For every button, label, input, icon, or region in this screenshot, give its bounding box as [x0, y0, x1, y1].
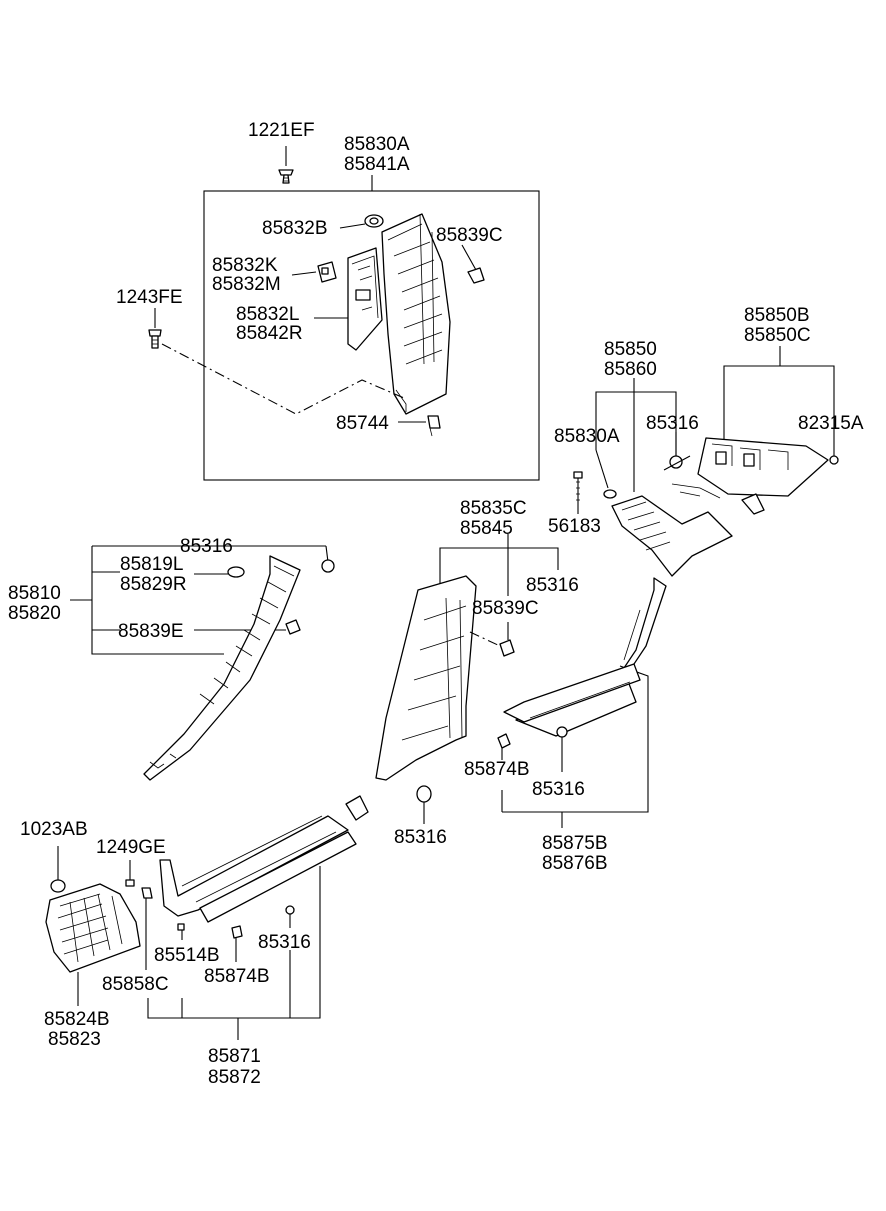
label-85832k: 85832K [212, 255, 278, 276]
label-85830a-mid: 85830A [554, 426, 620, 447]
clip-85514b [177, 923, 185, 931]
clip-85316-left [321, 559, 335, 573]
label-85830a-top: 85830A [344, 134, 410, 155]
label-85871: 85871 [208, 1046, 261, 1067]
nut-82315a [829, 455, 839, 465]
clip-85316-r [556, 726, 568, 772]
label-85872: 85872 [208, 1067, 261, 1088]
label-85514b: 85514B [154, 945, 220, 966]
clip-85316-center [416, 785, 432, 824]
label-85832m: 85832M [212, 274, 281, 295]
label-85832l: 85832L [236, 304, 299, 325]
cpillar-upper [671, 437, 829, 515]
label-85839c-top: 85839C [436, 225, 503, 246]
bracket-85835c [439, 547, 559, 596]
sill-right [503, 577, 667, 737]
label-56183: 56183 [548, 516, 601, 537]
bolt-1221ef [278, 146, 294, 184]
bracket-85850b [723, 365, 835, 472]
label-85824b: 85824B [44, 1009, 110, 1030]
clip-85830a-mid [595, 449, 617, 499]
clip-85858c [141, 887, 153, 899]
labels: 1221EF 85830A 85841A 85832B 85839C 85832… [8, 120, 864, 1088]
bracket-85871 [147, 866, 321, 1019]
label-85850c: 85850C [744, 325, 811, 346]
label-85860: 85860 [604, 359, 657, 380]
label-82315a: 82315A [798, 413, 864, 434]
group-left-sill [45, 815, 357, 1040]
label-1249ge: 1249GE [96, 837, 166, 858]
group-right-sill [497, 577, 667, 828]
fastener-85744 [398, 415, 441, 437]
clip-85316-d [285, 905, 295, 915]
bracket-85850 [595, 391, 677, 460]
label-85820: 85820 [8, 603, 61, 624]
clip-85839c-top [461, 244, 485, 284]
bpillar-lower [345, 575, 477, 821]
bolt-1243fe [148, 308, 405, 415]
label-85850: 85850 [604, 339, 657, 360]
label-85832b: 85832B [262, 218, 328, 239]
label-1243fe: 1243FE [116, 287, 183, 308]
label-85316-b: 85316 [526, 575, 579, 596]
cpillar-lower [611, 495, 733, 577]
kickpanel-85824b [45, 883, 141, 973]
pillar-85830a [381, 213, 451, 415]
label-85835c: 85835C [460, 498, 527, 519]
label-1023ab: 1023AB [20, 819, 88, 840]
sill-left [159, 815, 357, 923]
label-85744: 85744 [336, 413, 389, 434]
label-85829r: 85829R [120, 574, 187, 595]
group-center [345, 534, 559, 824]
group-top [148, 146, 540, 481]
label-85876b: 85876B [542, 853, 608, 874]
label-85810: 85810 [8, 583, 61, 604]
screw-56183 [573, 471, 583, 514]
panel-85832l [314, 247, 383, 351]
label-85316-r: 85316 [532, 779, 585, 800]
clip-85874b-r [497, 733, 511, 749]
group-left [70, 545, 335, 781]
clip-85832b [339, 214, 384, 229]
clip-85874b-l [231, 925, 243, 939]
label-85875b: 85875B [542, 833, 608, 854]
label-85839c-mid: 85839C [472, 598, 539, 619]
label-85316-mid: 85316 [646, 413, 699, 434]
bracket-85832k [291, 261, 337, 283]
label-85858c: 85858C [102, 974, 169, 995]
label-85819l: 85819L [120, 554, 183, 575]
clip-85819l [227, 566, 245, 578]
bracket-85810 [91, 546, 224, 655]
clip-85839e [285, 619, 301, 635]
label-85874b-l: 85874B [204, 966, 270, 987]
label-85841a: 85841A [344, 154, 410, 175]
group-right [573, 346, 839, 577]
label-85850b: 85850B [744, 305, 810, 326]
clip-85316-mid [663, 432, 691, 471]
label-85316-a: 85316 [180, 536, 233, 557]
label-85845: 85845 [460, 518, 513, 539]
clip-85839c-mid [499, 639, 515, 657]
label-85839e: 85839E [118, 621, 184, 642]
screw-1249ge [125, 860, 135, 887]
label-85316-c: 85316 [394, 827, 447, 848]
label-85316-d: 85316 [258, 932, 311, 953]
label-85823: 85823 [48, 1029, 101, 1050]
label-85842r: 85842R [236, 323, 303, 344]
label-1221ef: 1221EF [248, 120, 315, 141]
label-85874b-r: 85874B [464, 759, 530, 780]
apillar-trim [143, 555, 301, 781]
nut-1023ab [50, 846, 66, 893]
